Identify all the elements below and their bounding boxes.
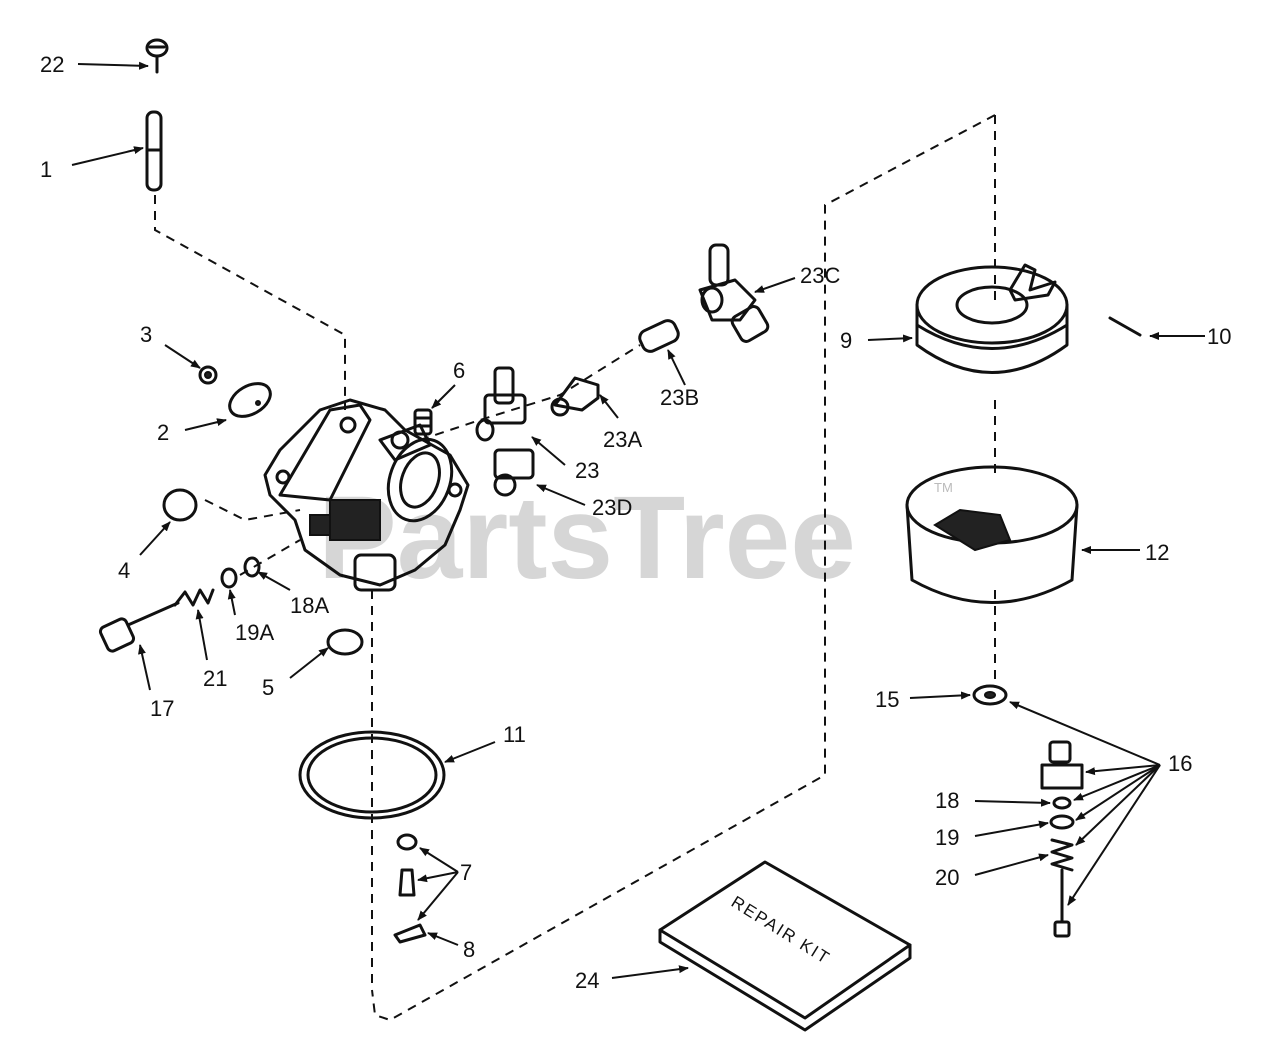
label-20: 20: [935, 865, 959, 890]
part-24-repair-kit: REPAIR KIT: [658, 860, 912, 1032]
label-16: 16: [1168, 751, 1192, 776]
label-19: 19: [935, 825, 959, 850]
label-22: 22: [40, 52, 64, 77]
part-4-welch-plug: [162, 488, 198, 522]
part-23-fitting: [475, 366, 527, 442]
part-3-screw: [198, 365, 218, 385]
label-2: 2: [157, 420, 169, 445]
part-19-o-ring: [1049, 814, 1075, 830]
part-12-float-bowl: [905, 465, 1079, 604]
watermark-trademark: TM: [934, 480, 953, 495]
part-23C-tee: [698, 243, 770, 343]
part-18A-o-ring: [243, 556, 261, 578]
label-10: 10: [1207, 324, 1231, 349]
label-24: 24: [575, 968, 599, 993]
part-9-float: [915, 263, 1069, 374]
label-23C: 23C: [800, 263, 840, 288]
callout-arrows: [71, 61, 1205, 979]
repair-kit-label: REPAIR KIT: [728, 892, 834, 968]
part-16-needle: [1053, 868, 1071, 938]
label-1: 1: [40, 157, 52, 182]
label-21: 21: [203, 666, 227, 691]
part-8-clip: [393, 923, 427, 944]
label-7: 7: [460, 860, 472, 885]
label-9: 9: [840, 328, 852, 353]
part-16-bowl-nut: [1040, 740, 1084, 790]
label-11: 11: [503, 722, 526, 747]
part-23B-nipple: [638, 319, 680, 353]
label-23A: 23A: [603, 427, 642, 452]
label-23: 23: [575, 458, 599, 483]
part-1-throttle-shaft: [145, 110, 163, 192]
label-23B: 23B: [660, 385, 699, 410]
part-22-screw: [145, 38, 169, 74]
part-15-washer: [972, 684, 1008, 706]
part-18-washer: [1052, 796, 1072, 810]
part-23A-elbow: [550, 376, 600, 417]
label-12: 12: [1145, 540, 1169, 565]
label-23D: 23D: [592, 495, 632, 520]
label-18: 18: [935, 788, 959, 813]
label-8: 8: [463, 937, 475, 962]
part-2-throttle-plate: [228, 382, 272, 418]
label-3: 3: [140, 322, 152, 347]
part-5-welch-plug: [326, 628, 364, 656]
part-19A-washer: [220, 567, 238, 589]
watermark: PartsTree: [318, 472, 856, 604]
part-17-idle-screw: [98, 601, 180, 653]
carburetor-body: [263, 398, 470, 592]
part-11-bowl-gasket: [298, 730, 446, 820]
part-21-spring: [173, 588, 215, 607]
label-4: 4: [118, 558, 130, 583]
callout-labels: 22 1 3 2 4 6 23 23A 23B 23C 23D 9 10 12 …: [40, 52, 1231, 993]
label-6: 6: [453, 358, 465, 383]
label-18A: 18A: [290, 593, 329, 618]
part-20-spring: [1050, 838, 1074, 872]
part-23D-fitting: [493, 448, 535, 497]
label-17: 17: [150, 696, 174, 721]
label-15: 15: [875, 687, 899, 712]
part-7-inlet-needle: [396, 833, 418, 897]
label-5: 5: [262, 675, 274, 700]
label-19A: 19A: [235, 620, 274, 645]
part-10-float-pin: [1108, 316, 1142, 337]
